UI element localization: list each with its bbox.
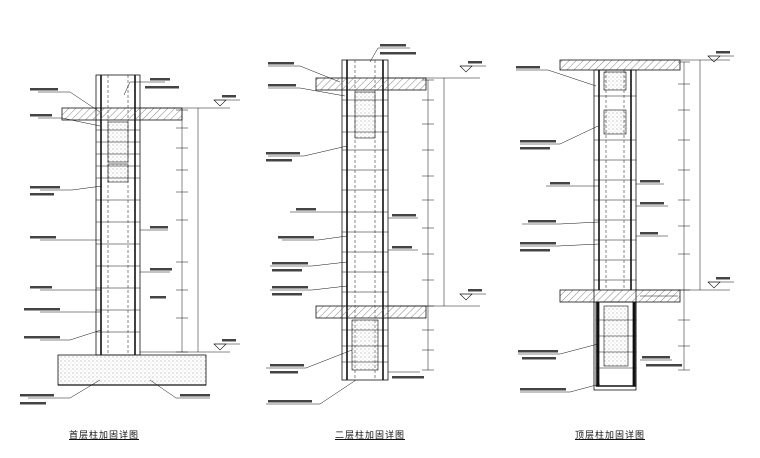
column-outline — [341, 59, 389, 381]
floor-slab-bottom — [315, 305, 427, 319]
floor-slab-top — [315, 77, 427, 91]
panel-2-caption: 二层柱加固详图 — [334, 431, 406, 441]
panel-3-top-floor-detail — [516, 51, 734, 393]
roof-slab — [559, 59, 681, 71]
panel-1-caption: 首层柱加固详图 — [68, 431, 140, 441]
panel-1-ground-floor-detail — [20, 74, 240, 405]
panel-2-second-floor-detail — [266, 44, 486, 405]
floor-slab — [61, 107, 183, 121]
panel-3-caption: 顶层柱加固详图 — [574, 431, 646, 441]
foundation — [57, 354, 207, 386]
